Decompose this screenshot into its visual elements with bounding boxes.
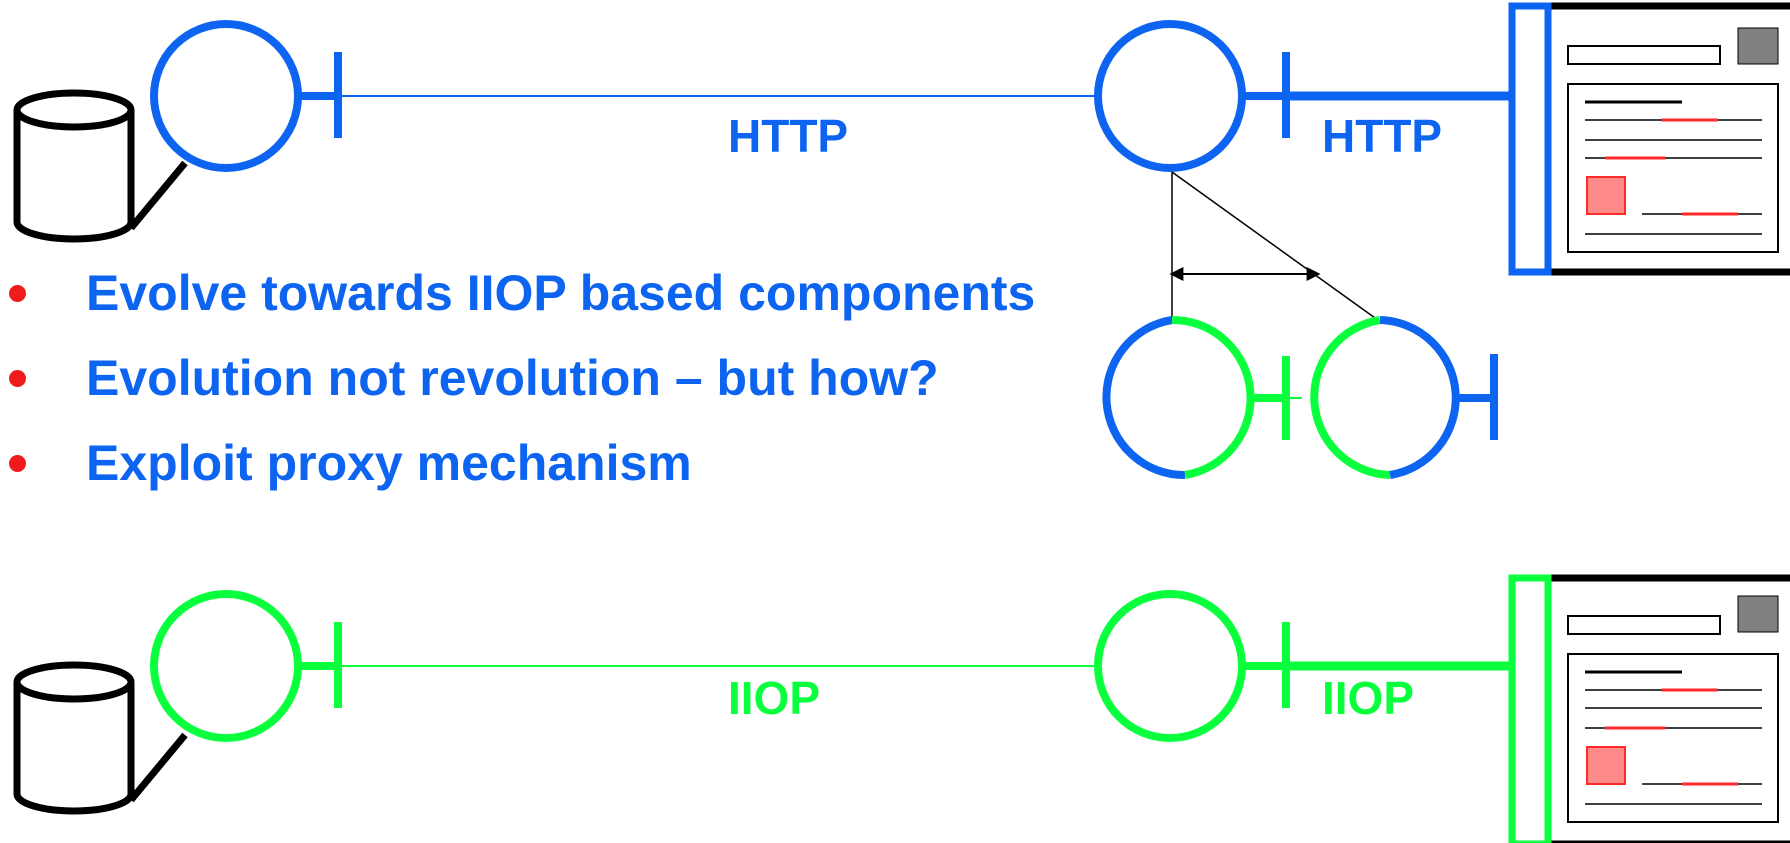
bullet-dot-icon	[9, 285, 26, 302]
server-component-icon	[150, 20, 302, 172]
http-client-label: HTTP	[1322, 110, 1442, 162]
http-link-label: HTTP	[728, 110, 848, 162]
adapter-component-right-icon	[1310, 316, 1460, 479]
database-icon	[13, 661, 135, 815]
server-component-icon	[150, 590, 302, 742]
browser-document-icon	[1508, 2, 1790, 276]
proxy-component-icon	[1094, 20, 1246, 172]
bullet-dot-icon	[9, 455, 26, 472]
iiop-link-label: IIOP	[728, 672, 820, 724]
proxy-decomposition	[1102, 171, 1498, 480]
bullet-text: Evolve towards IIOP based components	[86, 265, 1036, 321]
iiop-row: IIOP IIOP	[13, 574, 1790, 843]
adapter-component-left-icon	[1102, 315, 1255, 480]
decomp-line-right	[1171, 171, 1383, 324]
iiop-client-label: IIOP	[1322, 672, 1414, 724]
bullet-text: Evolution not revolution – but how?	[86, 350, 939, 406]
database-connector	[128, 732, 188, 803]
proxy-component-icon	[1094, 590, 1246, 742]
database-connector	[128, 160, 188, 231]
http-row: HTTP HTTP	[13, 2, 1790, 276]
browser-document-icon	[1508, 574, 1790, 843]
bullet-text: Exploit proxy mechanism	[86, 435, 692, 491]
database-icon	[13, 89, 135, 243]
bullet-dot-icon	[9, 370, 26, 387]
